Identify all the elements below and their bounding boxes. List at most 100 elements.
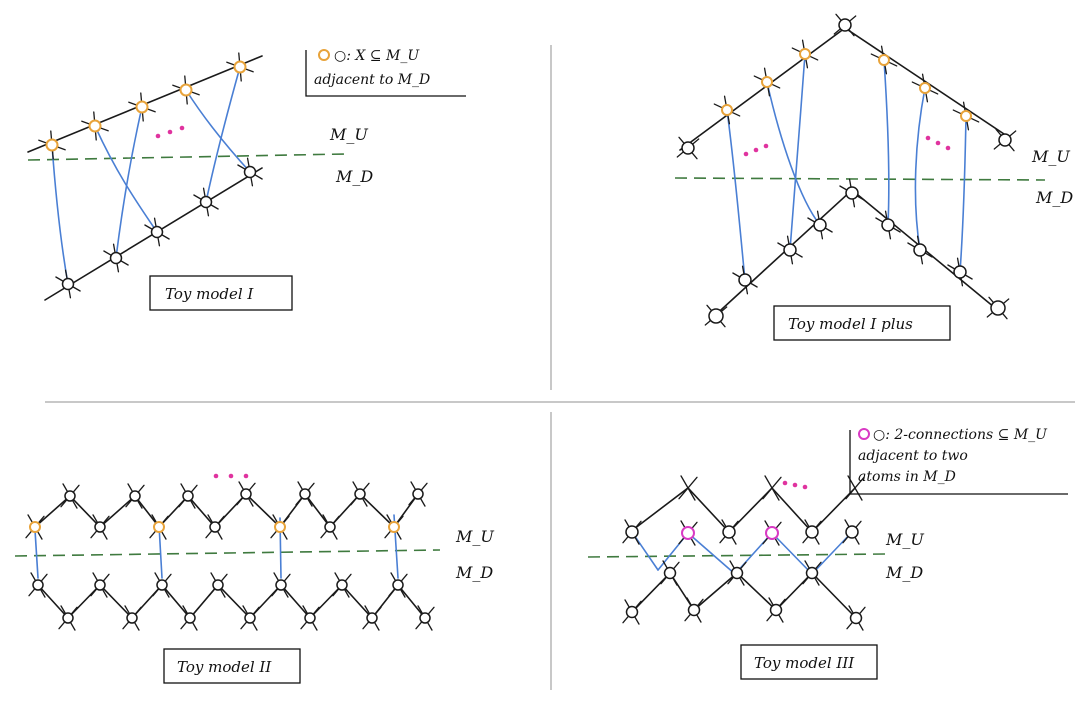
adjacent-atom-node	[38, 130, 66, 160]
atom-circle	[32, 579, 44, 591]
atom-circle	[687, 603, 701, 617]
atom-circle	[184, 612, 196, 624]
atom-node	[295, 481, 315, 507]
edge	[959, 115, 967, 273]
lower-chain	[37, 583, 426, 620]
atom-node	[660, 560, 680, 586]
atom-circle	[849, 611, 863, 625]
edge	[115, 106, 143, 259]
atom-circle	[388, 521, 400, 533]
atom-circle	[244, 612, 256, 624]
legend-line-2: adjacent to M_D	[314, 72, 430, 88]
title-label: Toy model I plus	[788, 315, 913, 333]
two-connection-node	[762, 520, 782, 546]
atom-circle	[960, 110, 972, 122]
atom-circle	[769, 603, 783, 617]
edge	[185, 89, 251, 173]
atom-node	[907, 235, 933, 265]
ellipsis-dot	[753, 147, 759, 153]
atom-circle	[765, 526, 779, 540]
panel-toy-model-2: M_U M_D Toy model II	[14, 473, 494, 684]
title-box	[149, 275, 293, 311]
atom-circle	[94, 579, 106, 591]
atom-circle	[275, 579, 287, 591]
mu-label: M_U	[455, 527, 494, 546]
atom-circle	[109, 251, 123, 265]
atom-circle	[179, 83, 193, 97]
atom-node	[122, 605, 142, 631]
atom-circle	[212, 579, 224, 591]
adjacent-atom-node	[911, 73, 939, 103]
edge	[205, 66, 241, 203]
legend-pink-node-icon	[858, 428, 870, 440]
adjacent-atom-node	[791, 39, 819, 69]
atom-node	[90, 514, 110, 540]
atom-circle	[135, 100, 149, 114]
atom-node	[271, 572, 291, 598]
panel-toy-model-1-plus: M_U M_D Toy model I plus	[674, 13, 1073, 341]
adjacent-atom-node	[384, 514, 404, 540]
lower-chain	[709, 188, 1001, 321]
boundary-line	[27, 153, 346, 161]
atom-circle	[730, 566, 744, 580]
atom-node	[875, 210, 901, 240]
atom-circle	[412, 488, 424, 500]
mu-label: M_U	[885, 530, 924, 549]
atom-circle	[708, 308, 724, 324]
atom-circle	[419, 612, 431, 624]
atom-circle	[813, 218, 827, 232]
ellipsis-dot	[792, 482, 798, 488]
atom-circle	[738, 273, 752, 287]
atom-circle	[29, 521, 41, 533]
atom-circle	[209, 521, 221, 533]
atom-node	[802, 519, 822, 545]
atom-circle	[761, 76, 773, 88]
atom-node	[762, 475, 782, 501]
atom-circle	[199, 195, 213, 209]
atom-node	[58, 605, 78, 631]
atom-node	[415, 605, 435, 631]
atom-node	[833, 13, 857, 37]
ellipsis-dot	[228, 473, 234, 479]
atom-node	[28, 572, 48, 598]
boundary-line	[674, 177, 1046, 181]
atom-node	[408, 481, 428, 507]
atom-circle	[625, 525, 639, 539]
adjacent-atom-node	[149, 514, 169, 540]
atom-node	[727, 560, 747, 586]
atom-circle	[274, 521, 286, 533]
atom-node	[839, 178, 865, 208]
atom-circle	[324, 521, 336, 533]
edge	[687, 532, 736, 575]
edge	[34, 529, 39, 579]
panel-toy-model-1: M_U M_D ○: X ⊆ M_U adjacent to M_D Toy m…	[27, 48, 466, 311]
atom-circle	[366, 612, 378, 624]
edge	[914, 87, 926, 251]
atom-circle	[354, 488, 366, 500]
ellipsis-dot	[213, 473, 219, 479]
ellipsis-dot	[179, 125, 185, 131]
md-label: M_D	[885, 563, 923, 582]
md-label: M_D	[335, 167, 373, 186]
atom-circle	[240, 488, 252, 500]
atom-circle	[805, 525, 819, 539]
atom-node	[842, 519, 862, 545]
adjacent-atom-node	[172, 75, 200, 105]
atom-circle	[88, 119, 102, 133]
atom-node	[178, 483, 198, 509]
atom-circle	[805, 566, 819, 580]
edge	[883, 59, 890, 226]
md-label: M_D	[1035, 188, 1073, 207]
atom-circle	[243, 165, 257, 179]
atom-circle	[881, 218, 895, 232]
atom-node	[320, 514, 340, 540]
ellipsis-dot	[743, 151, 749, 157]
ellipsis-dot	[945, 145, 951, 151]
atom-node	[125, 483, 145, 509]
atom-circle	[663, 566, 677, 580]
boundary-line	[587, 553, 886, 558]
atom-node	[152, 572, 172, 598]
atom-circle	[845, 525, 859, 539]
adjacent-atom-node	[870, 45, 898, 75]
atom-node	[205, 514, 225, 540]
